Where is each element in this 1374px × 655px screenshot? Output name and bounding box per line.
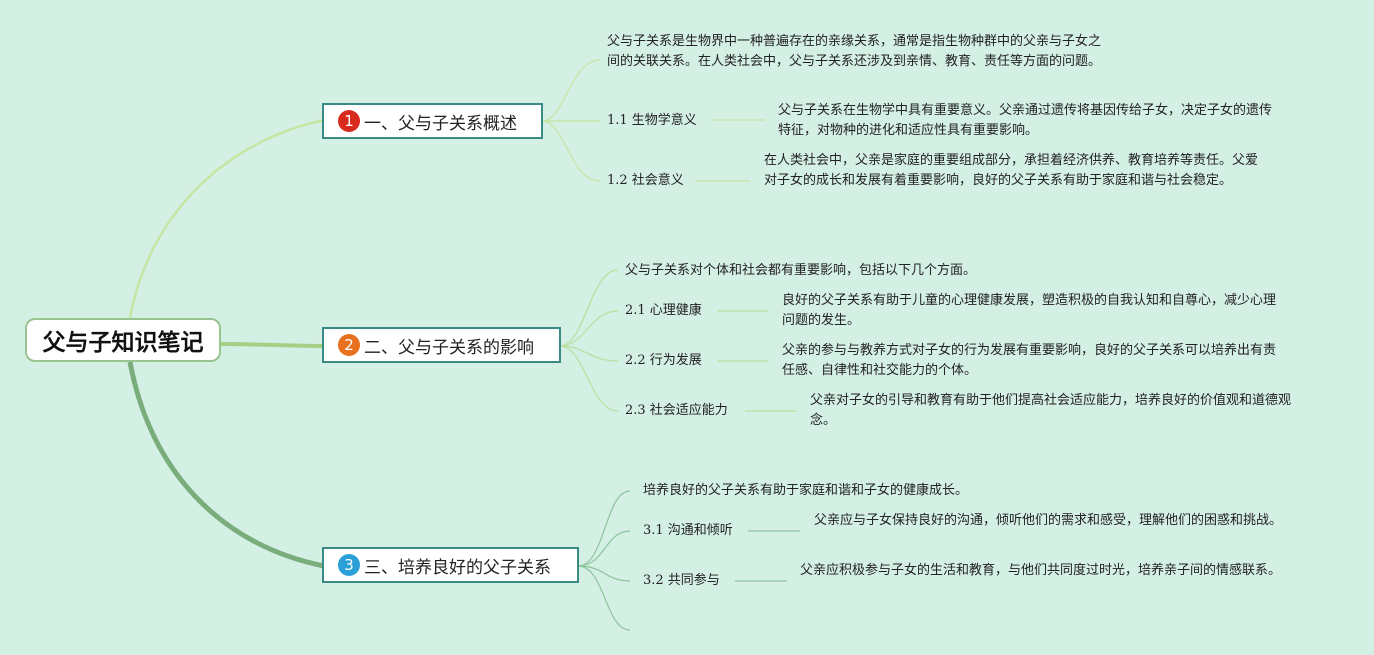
branch-1-intro[interactable]: 父与子关系是生物界中一种普遍存在的亲缘关系，通常是指生物种群中的父亲与子女之间的…	[607, 34, 1102, 69]
number-badge-3: 3	[338, 554, 360, 576]
link-root-branch-3	[127, 361, 325, 569]
link-root-branch-2	[220, 342, 325, 348]
root-title: 父与子知识笔记	[42, 330, 204, 356]
link-root-branch-1	[128, 118, 325, 319]
topic-3-1-label[interactable]: 3.1 沟通和倾听	[643, 523, 733, 538]
topic-1-1-label[interactable]: 1.1 生物学意义	[607, 113, 697, 128]
branch-2-intro[interactable]: 父与子关系对个体和社会都有重要影响，包括以下几个方面。	[625, 263, 977, 278]
topic-2-2-text[interactable]: 父亲的参与与教养方式对子女的行为发展有重要影响，良好的父子关系可以培养出有责任感…	[782, 343, 1277, 378]
topic-3-1-text[interactable]: 父亲应与子女保持良好的沟通，倾听他们的需求和感受，理解他们的困惑和挑战。	[814, 513, 1283, 528]
branch-node-1[interactable]: 1 一、父与子关系概述	[322, 103, 543, 139]
topic-2-1-label[interactable]: 2.1 心理健康	[625, 303, 702, 318]
branch-label-3: 三、培养良好的父子关系	[364, 557, 551, 578]
topic-2-3-label[interactable]: 2.3 社会适应能力	[625, 403, 728, 418]
topic-2-3-text[interactable]: 父亲对子女的引导和教育有助于他们提高社会适应能力，培养良好的价值观和道德观念。	[810, 393, 1292, 428]
topic-2-2-label[interactable]: 2.2 行为发展	[625, 353, 702, 368]
topic-3-2-text[interactable]: 父亲应积极参与子女的生活和教育，与他们共同度过时光，培养亲子间的情感联系。	[800, 563, 1282, 578]
root-node[interactable]: 父与子知识笔记	[25, 318, 221, 362]
branch-label-1: 一、父与子关系概述	[364, 113, 517, 134]
branch-label-2: 二、父与子关系的影响	[364, 337, 534, 358]
branch-node-3[interactable]: 3 三、培养良好的父子关系	[322, 547, 579, 583]
number-badge-2: 2	[338, 334, 360, 356]
topic-2-1-text[interactable]: 良好的父子关系有助于儿童的心理健康发展，塑造积极的自我认知和自尊心，减少心理问题…	[782, 293, 1277, 328]
branch-3-intro[interactable]: 培养良好的父子关系有助于家庭和谐和子女的健康成长。	[643, 483, 969, 498]
topic-1-2-text[interactable]: 在人类社会中，父亲是家庭的重要组成部分，承担着经济供养、教育培养等责任。父爱对子…	[764, 153, 1259, 188]
topic-1-2-label[interactable]: 1.2 社会意义	[607, 173, 684, 188]
number-badge-1: 1	[338, 110, 360, 132]
topic-1-1-text[interactable]: 父与子关系在生物学中具有重要意义。父亲通过遗传将基因传给子女，决定子女的遗传特征…	[778, 103, 1273, 138]
branch-node-2[interactable]: 2 二、父与子关系的影响	[322, 327, 561, 363]
topic-3-2-label[interactable]: 3.2 共同参与	[643, 573, 720, 588]
